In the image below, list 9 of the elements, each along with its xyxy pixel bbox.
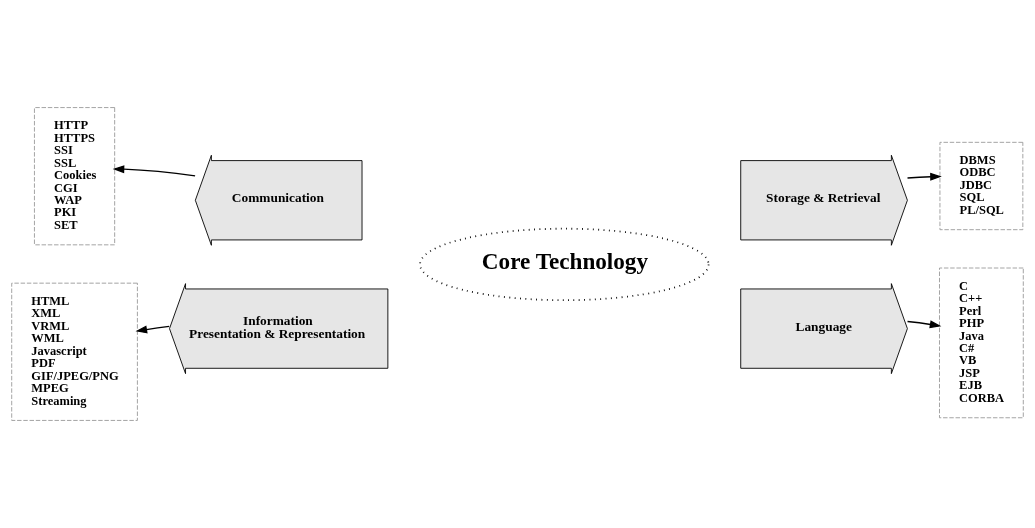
node-box: DBMS ODBC JDBC SQL PL/SQL [939,141,1024,231]
node-box: HTML XML VRML WML Javascript PDF GIF/JPEG/PNG MPEG Streaming [11,282,138,421]
node-ellipse: Core Technology [419,227,710,302]
arrow [906,172,942,181]
node-box: HTTP HTTPS SSI SSL Cookies CGI WAP PKI SET [34,107,116,246]
node-box: C C++ Perl PHP Java C# VB JSP EJB CORBA [939,267,1024,419]
arrow [906,320,942,329]
arrow [112,165,196,177]
arrow [135,325,170,334]
